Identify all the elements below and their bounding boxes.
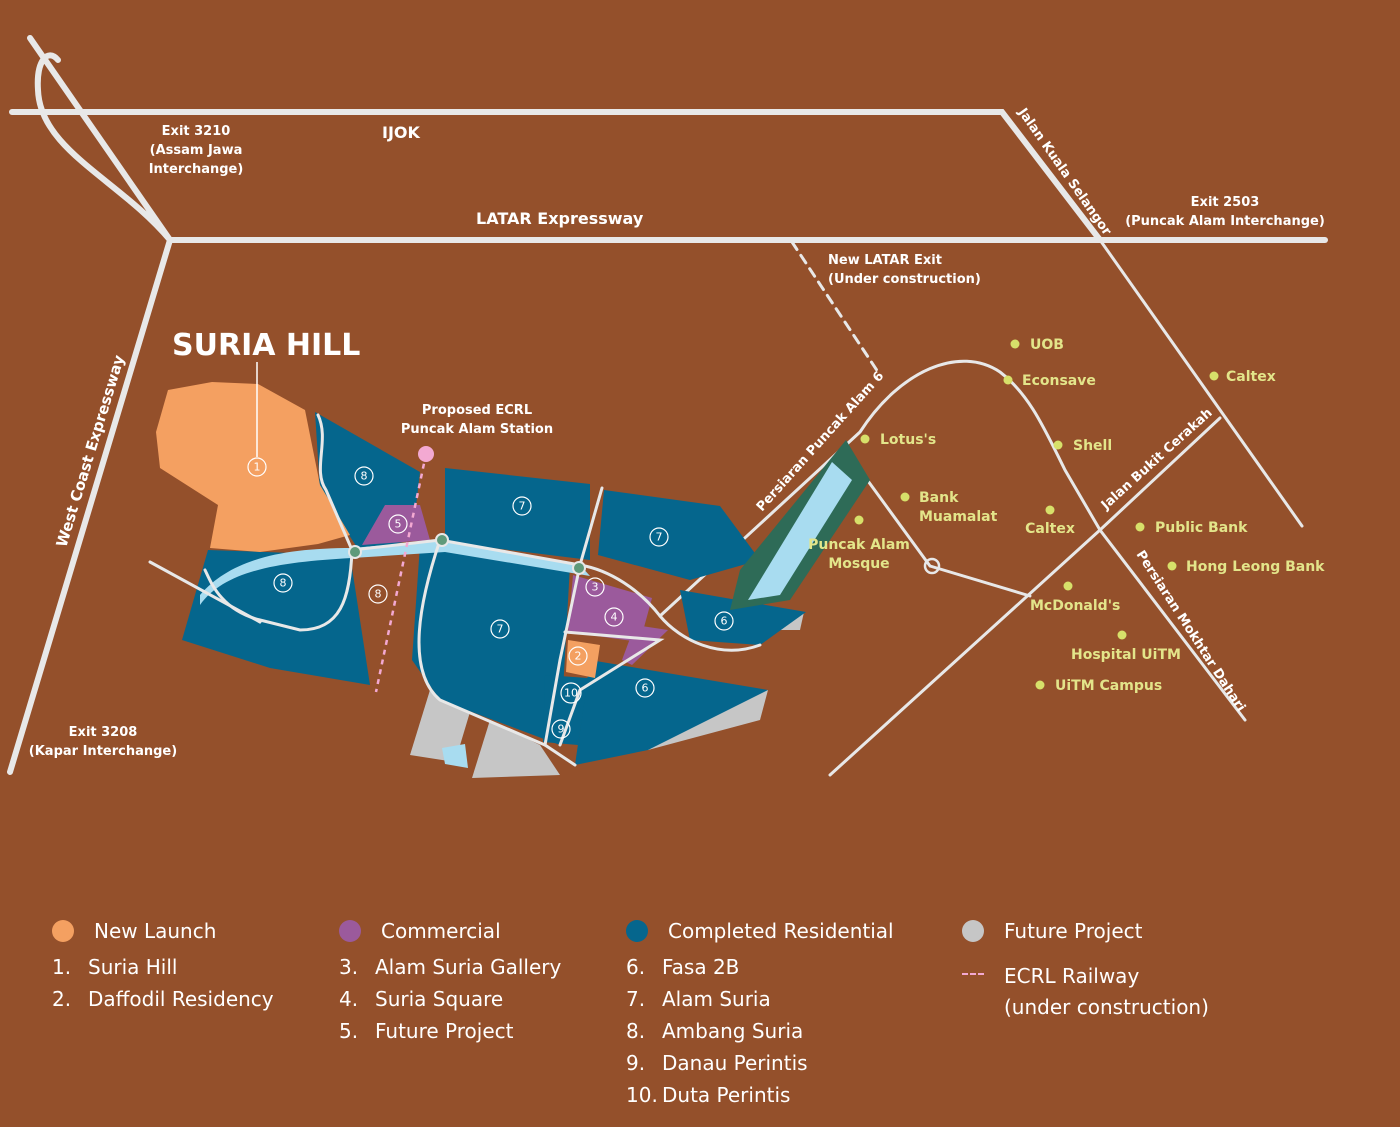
location-map: SURIA HILL 1 2 3 4 5 6 6 7 7 7 8 8 8 9 1…: [7, 35, 1328, 778]
legend-item: 3. Alam Suria Gallery: [339, 955, 562, 979]
poi-bank-muamalat-l2: Muamalat: [919, 509, 998, 525]
ecrl-station-marker: [418, 446, 434, 462]
label-ecrl-l2: Puncak Alam Station: [401, 422, 553, 437]
label-latar-expressway: LATAR Expressway: [476, 209, 644, 228]
road-kuala-selangor: [1098, 238, 1304, 528]
marker-8a: 8: [361, 470, 368, 483]
legend-commercial-label: Commercial: [381, 919, 501, 943]
poi-hospital-uitm: Hospital UiTM: [1071, 647, 1181, 663]
label-new-exit-l1: New LATAR Exit: [828, 253, 942, 268]
road-local: [858, 468, 1032, 598]
daffodil-residency-parcel: [566, 640, 600, 678]
poi-caltex-1: Caltex: [1226, 369, 1276, 385]
site-road-main: [316, 413, 762, 652]
legend-future-railway: Future Project ECRL Railway (under const…: [962, 915, 1209, 1023]
road-network: [7, 35, 1328, 775]
legend-residential-label: Completed Residential: [668, 919, 894, 943]
label-exit-2503-l1: Exit 2503: [1191, 195, 1260, 210]
poi-hong-leong-bank: Hong Leong Bank: [1186, 559, 1325, 575]
parcel-markers: [247, 457, 734, 739]
marker-1: 1: [254, 461, 261, 474]
poi-caltex-2: Caltex: [1025, 521, 1075, 537]
label-exit-3208-l2: (Kapar Interchange): [29, 744, 177, 759]
marker-8c: 8: [375, 588, 382, 601]
legend-item: 9. Danau Perintis: [626, 1051, 808, 1075]
poi-uob: UOB: [1030, 337, 1064, 353]
poi-shell: Shell: [1073, 438, 1112, 454]
legend-item: 4. Suria Square: [339, 987, 504, 1011]
legend-item: 8. Ambang Suria: [626, 1019, 804, 1043]
marker-6b: 6: [642, 682, 649, 695]
poi-public-bank: Public Bank: [1155, 520, 1248, 536]
marker-10: 10: [564, 687, 578, 700]
poi-mosque-l2: Mosque: [828, 556, 889, 572]
roundabouts: [348, 533, 586, 575]
marker-8b: 8: [280, 577, 287, 590]
poi-mcdonalds: McDonald's: [1030, 598, 1120, 614]
legend-item: 2. Daffodil Residency: [52, 987, 274, 1011]
label-west-coast-expressway: West Coast Expressway: [53, 353, 129, 549]
map-title: SURIA HILL: [172, 328, 360, 363]
label-jalan-bukit-cerakah: Jalan Bukit Cerakah: [1098, 406, 1216, 514]
marker-7a: 7: [519, 500, 526, 513]
residential-swatch: [626, 920, 648, 942]
road-puncak-alam-6: [658, 359, 1247, 722]
label-new-exit-l2: (Under construction): [828, 272, 981, 287]
poi-markers: [854, 339, 1219, 690]
legend-item: 1. Suria Hill: [52, 955, 178, 979]
poi-uitm-campus: UiTM Campus: [1055, 678, 1162, 694]
new-launch-swatch: [52, 920, 74, 942]
marker-4: 4: [611, 611, 618, 624]
legend-railway: ECRL Railway (under construction): [962, 961, 1209, 1023]
waterways: [200, 440, 870, 768]
label-exit-3210-l2: (Assam Jawa: [150, 143, 243, 158]
legend-item: 10. Duta Perintis: [626, 1083, 791, 1107]
legend-new-launch: New Launch 1. Suria Hill 2. Daffodil Res…: [52, 915, 274, 1015]
legend-item: 5. Future Project: [339, 1019, 514, 1043]
marker-7b: 7: [656, 531, 663, 544]
road-bukit-cerakah: [828, 416, 1222, 777]
road-west-coast-expressway: [7, 237, 173, 775]
label-exit-3208-l1: Exit 3208: [69, 725, 138, 740]
label-exit-2503-l2: (Puncak Alam Interchange): [1125, 214, 1325, 229]
legend-future-label: Future Project: [1004, 919, 1143, 943]
label-jalan-kuala-selangor: Jalan Kuala Selangor: [1014, 105, 1114, 239]
ecrl-railway: [374, 453, 428, 693]
legend-railway-l1: ECRL Railway: [1004, 964, 1140, 988]
marker-5: 5: [395, 518, 402, 531]
marker-6a: 6: [721, 615, 728, 628]
road-interchange-loop: [27, 35, 173, 243]
legend-completed-residential: Completed Residential 6. Fasa 2B 7. Alam…: [626, 915, 894, 1111]
ecrl-dash-swatch: [962, 973, 984, 975]
label-exit-3210-l1: Exit 3210: [162, 124, 231, 139]
road-new-exit: [790, 240, 880, 374]
poi-bank-muamalat-l1: Bank: [919, 490, 959, 506]
future-project-swatch: [962, 920, 984, 942]
marker-9: 9: [558, 723, 565, 736]
roundabout-town: [923, 557, 941, 575]
poi-lotus: Lotus's: [880, 432, 936, 448]
label-ijok: IJOK: [382, 123, 421, 142]
marker-3: 3: [592, 581, 599, 594]
label-exit-3210-l3: Interchange): [149, 162, 244, 177]
poi-econsave: Econsave: [1022, 373, 1096, 389]
legend-railway-l2: (under construction): [1004, 995, 1209, 1019]
legend-new-launch-label: New Launch: [94, 919, 217, 943]
marker-7c: 7: [497, 623, 504, 636]
legend-commercial: Commercial 3. Alam Suria Gallery 4. Suri…: [339, 915, 561, 1047]
legend-item: 6. Fasa 2B: [626, 955, 740, 979]
marker-2: 2: [575, 650, 582, 663]
commercial-swatch: [339, 920, 361, 942]
poi-mosque-l1: Puncak Alam: [808, 537, 910, 553]
legend-item: 7. Alam Suria: [626, 987, 771, 1011]
suria-hill-parcel: [156, 382, 350, 552]
road-ijok: [9, 109, 1103, 243]
label-ecrl-l1: Proposed ECRL: [422, 403, 532, 418]
